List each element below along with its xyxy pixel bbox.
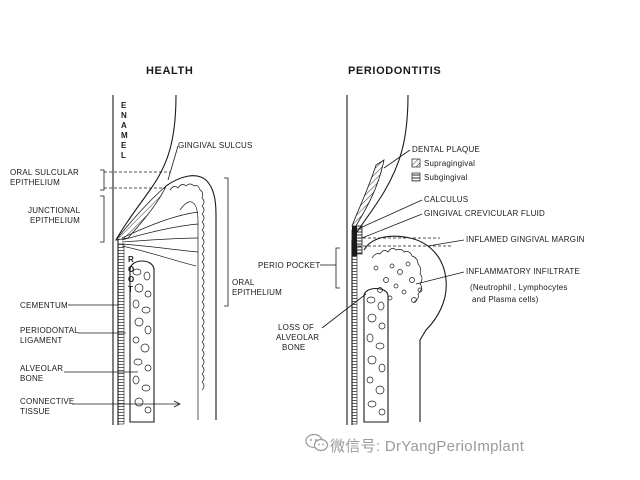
label-alveolar-2: BONE bbox=[20, 374, 43, 383]
label-oral-epithelium: ORAL bbox=[232, 278, 255, 287]
leader-dental-plaque bbox=[383, 149, 411, 169]
health-junctional-epithelium bbox=[115, 185, 167, 241]
leader-loss-of-bone bbox=[321, 293, 367, 329]
label-oral-sulcular-2: EPITHELIUM bbox=[10, 178, 60, 187]
label-loss-of-bone-2: ALVEOLAR bbox=[276, 333, 319, 342]
health-oral-sulcular-bracket bbox=[100, 169, 105, 191]
label-infiltrate-sub-2: and Plasma cells) bbox=[472, 295, 539, 304]
legend-supragingival: Supragingival bbox=[424, 159, 475, 168]
perio-bone-trabeculae bbox=[366, 296, 386, 416]
leader-infiltrate bbox=[415, 271, 465, 285]
label-oral-epithelium-2: EPITHELIUM bbox=[232, 288, 282, 297]
health-root-label: R O O T bbox=[128, 255, 134, 294]
perio-cementum bbox=[351, 243, 358, 425]
label-infiltrate-sub: (Neutrophil , Lymphocytes bbox=[470, 283, 568, 292]
label-dental-plaque: DENTAL PLAQUE bbox=[412, 145, 480, 154]
health-gingival-fibers bbox=[121, 211, 199, 267]
perio-inflammatory-cells bbox=[373, 261, 423, 303]
label-junctional: JUNCTIONAL bbox=[28, 206, 81, 215]
label-pdl: PERIODONTAL bbox=[20, 326, 79, 335]
legend-swatch-supragingival bbox=[411, 158, 421, 168]
legend-swatch-subgingival bbox=[411, 172, 421, 182]
health-gingiva-outline bbox=[165, 175, 217, 420]
perio-gingiva-outline bbox=[363, 235, 447, 422]
label-loss-of-bone: LOSS OF bbox=[278, 323, 314, 332]
svg-text:A: A bbox=[121, 121, 127, 130]
label-loss-of-bone-3: BONE bbox=[282, 343, 305, 352]
health-title: HEALTH bbox=[146, 65, 193, 77]
svg-text:O: O bbox=[128, 275, 134, 284]
svg-text:R: R bbox=[128, 255, 134, 264]
label-gingival-sulcus: GINGIVAL SULCUS bbox=[178, 141, 253, 150]
leader-gingival-sulcus bbox=[167, 145, 179, 181]
label-calculus: CALCULUS bbox=[424, 195, 468, 204]
health-alveolar-bone bbox=[129, 260, 155, 423]
health-oral-epithelium-bracket bbox=[224, 177, 229, 307]
health-enamel-surface bbox=[115, 94, 177, 241]
label-alveolar: ALVEOLAR bbox=[20, 364, 63, 373]
label-connective-2: TISSUE bbox=[20, 407, 50, 416]
svg-text:N: N bbox=[121, 111, 127, 120]
health-cementum bbox=[117, 243, 125, 425]
perio-epithelium-ridges bbox=[371, 248, 423, 303]
perio-enamel-surface bbox=[351, 94, 409, 241]
health-enamel-label: E N A M E L bbox=[121, 101, 128, 160]
label-infiltrate: INFLAMMATORY INFILTRATE bbox=[466, 267, 580, 276]
label-junctional-2: EPITHELIUM bbox=[30, 216, 80, 225]
svg-text:L: L bbox=[121, 151, 126, 160]
wechat-icon bbox=[305, 433, 329, 452]
svg-text:E: E bbox=[121, 141, 127, 150]
watermark-text: 微信号: DrYangPerioImplant bbox=[330, 438, 525, 455]
label-perio-pocket: PERIO POCKET bbox=[258, 261, 320, 270]
leader-inflamed-margin bbox=[427, 239, 465, 247]
label-pdl-2: LIGAMENT bbox=[20, 336, 63, 345]
svg-text:O: O bbox=[128, 265, 134, 274]
health-bone-trabeculae bbox=[132, 268, 152, 414]
leader-calculus bbox=[359, 199, 423, 229]
perio-alveolar-bone bbox=[363, 287, 389, 423]
arrowhead-connective bbox=[173, 400, 181, 408]
label-oral-sulcular: ORAL SULCULAR bbox=[10, 168, 79, 177]
health-inner-gingiva-line bbox=[179, 201, 199, 420]
health-oral-epithelium-ridges bbox=[169, 183, 205, 391]
label-inflamed-margin: INFLAMED GINGIVAL MARGIN bbox=[466, 235, 585, 244]
perio-pocket-bracket bbox=[335, 247, 340, 289]
label-cementum: CEMENTUM bbox=[20, 301, 68, 310]
svg-text:E: E bbox=[121, 101, 127, 110]
svg-text:M: M bbox=[121, 131, 128, 140]
perio-calculus bbox=[352, 226, 357, 256]
legend-subgingival: Subgingival bbox=[424, 173, 468, 182]
label-connective: CONNECTIVE bbox=[20, 397, 74, 406]
leader-gcf bbox=[361, 213, 423, 239]
health-junctional-bracket bbox=[100, 195, 105, 243]
label-gcf: GINGIVAL CREVICULAR FLUID bbox=[424, 209, 545, 218]
periodontitis-title: PERIODONTITIS bbox=[348, 65, 441, 77]
